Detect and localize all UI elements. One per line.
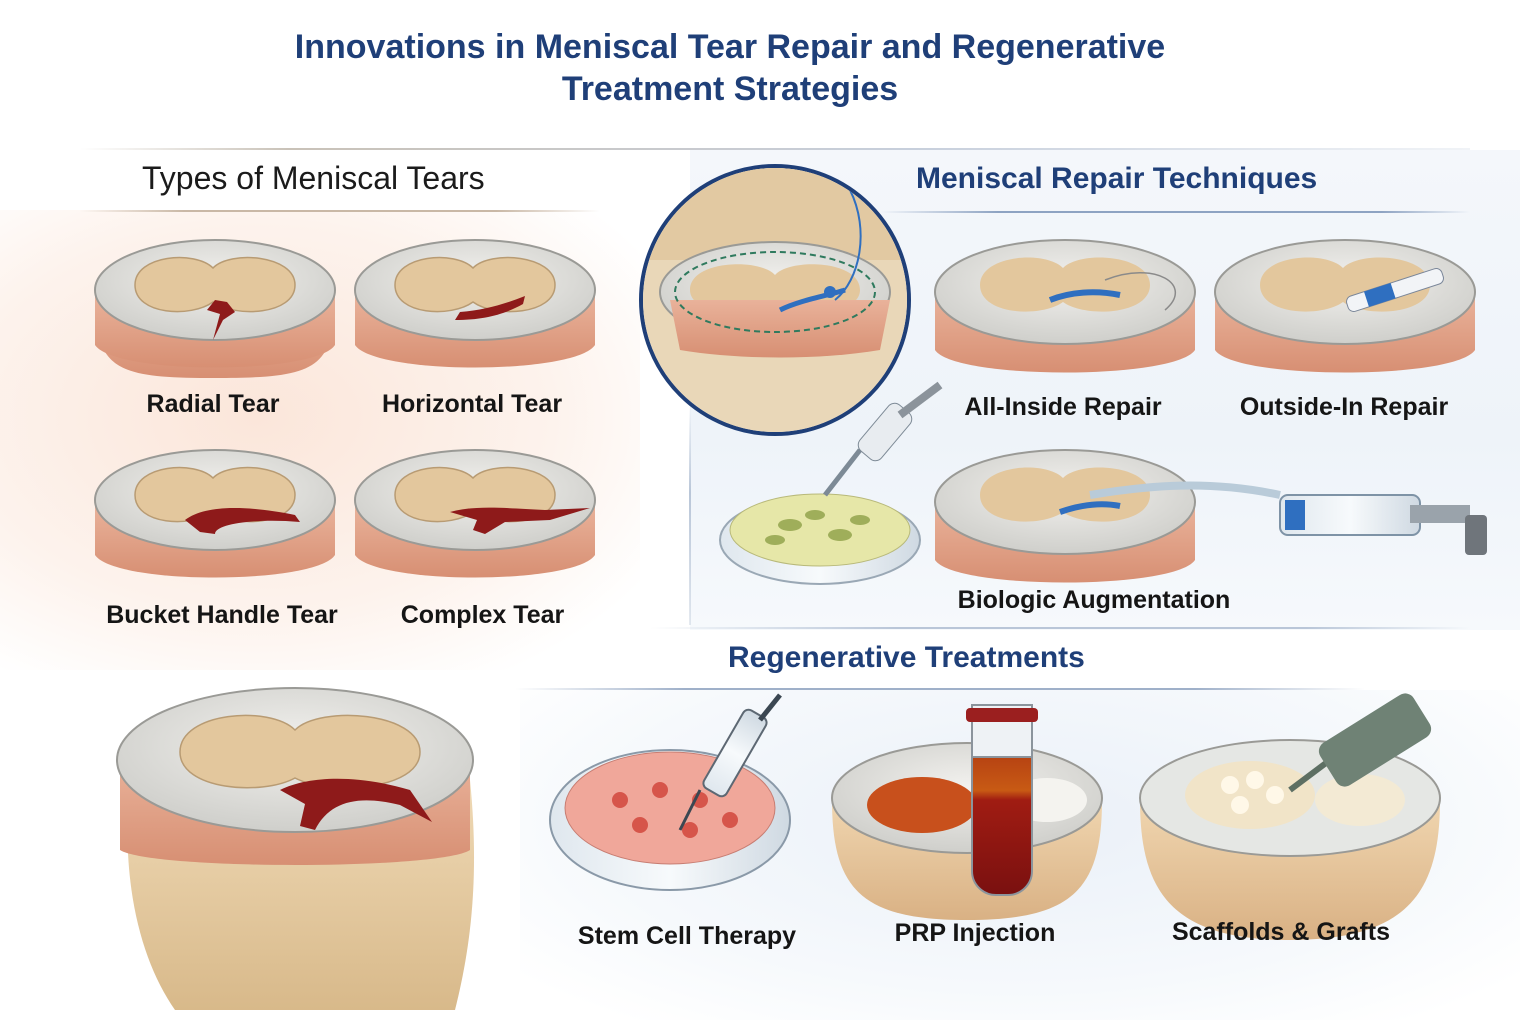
regen-heading-underline [515, 688, 1365, 690]
page-title: Innovations in Meniscal Tear Repair and … [150, 26, 1310, 110]
knee-meniscus-icon [354, 449, 596, 578]
scaffold-applicator-icon [1288, 693, 1432, 793]
title-line-1: Innovations in Meniscal Tear Repair and … [294, 28, 1166, 66]
tear-type-knees [94, 239, 596, 578]
suture-needle-icon [1346, 268, 1444, 312]
test-tube-icon [966, 704, 1038, 896]
biologic-augmentation-label: Biologic Augmentation [957, 586, 1231, 614]
knee-meniscus-icon [934, 449, 1196, 583]
radial-tear-label: Radial Tear [146, 390, 280, 418]
repair-left-divider [689, 405, 691, 625]
repair-heading-underline [880, 211, 1470, 213]
title-line-2: Treatment Strategies [561, 70, 899, 108]
knee-meniscus-icon [1214, 239, 1476, 373]
outside-in-repair-label: Outside-In Repair [1239, 393, 1449, 421]
regenerative-heading: Regenerative Treatments [728, 641, 1085, 674]
knee-meniscus-icon [934, 239, 1196, 373]
syringe-icon [678, 693, 782, 831]
tear-types-heading: Types of Meniscal Tears [142, 160, 485, 196]
repair-techniques-heading: Meniscal Repair Techniques [916, 162, 1318, 195]
knee-meniscus-icon [94, 239, 336, 378]
knee-meniscus-icon [354, 239, 596, 368]
knee-meniscus-icon [831, 742, 1103, 920]
knee-meniscus-icon [1139, 739, 1441, 940]
knee-meniscus-icon [94, 449, 336, 578]
large-knee-illustration [116, 687, 475, 1010]
petri-dish-icon [719, 493, 921, 585]
all-inside-repair-label: All-Inside Repair [964, 393, 1162, 421]
top-divider [80, 148, 1470, 150]
arthroscopic-inset [639, 164, 911, 436]
stem-cell-therapy-label: Stem Cell Therapy [577, 922, 797, 950]
syringe-icon [1089, 481, 1487, 555]
complex-tear-label: Complex Tear [400, 601, 565, 629]
petri-dish-icon [549, 749, 791, 891]
tear-heading-underline [80, 210, 600, 212]
repair-bottom-divider [650, 627, 1470, 629]
bucket-handle-tear-label: Bucket Handle Tear [106, 601, 338, 629]
horizontal-tear-label: Horizontal Tear [381, 390, 563, 418]
pipette-icon [823, 381, 943, 497]
prp-injection-label: PRP Injection [894, 919, 1056, 947]
scaffolds-grafts-label: Scaffolds & Grafts [1171, 918, 1391, 946]
